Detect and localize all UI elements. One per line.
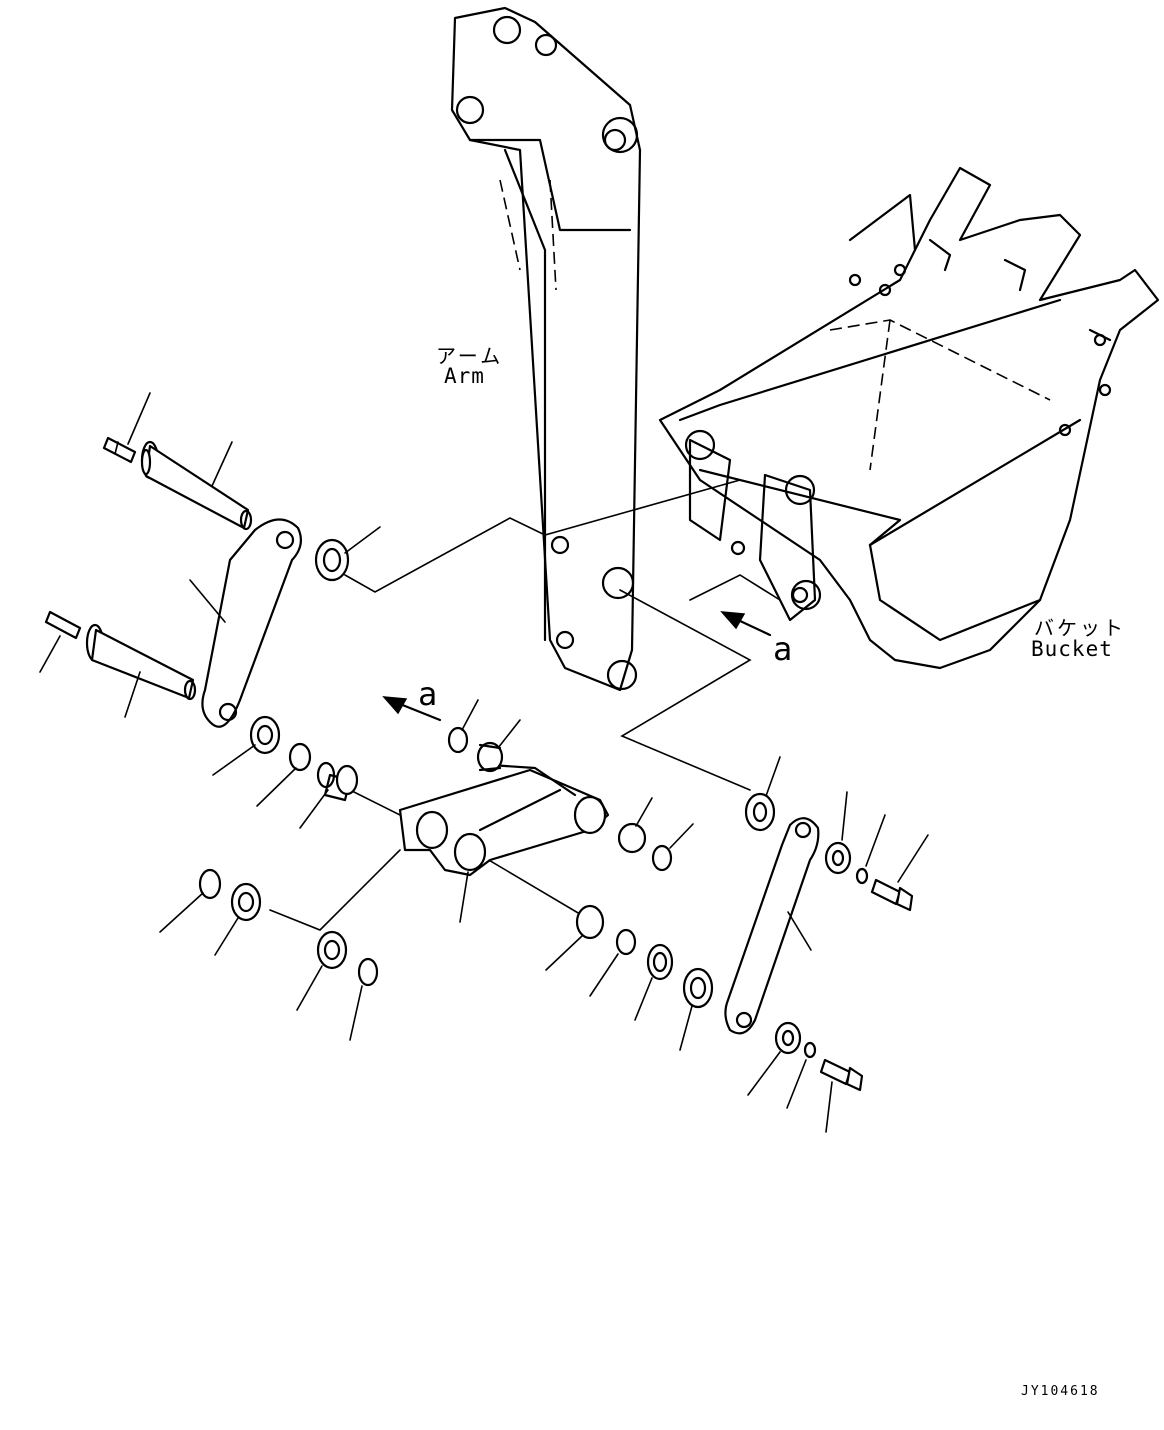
arm-label-en: Arm bbox=[444, 364, 485, 388]
view-a-label-bucket: a bbox=[773, 630, 793, 668]
leader-lines bbox=[39, 392, 929, 1133]
bushing-4 bbox=[575, 904, 605, 940]
pin-lower bbox=[85, 623, 197, 701]
side-link-left bbox=[201, 518, 303, 728]
drawing-code: JY104618 bbox=[1021, 1384, 1100, 1399]
pin-upper bbox=[140, 440, 253, 531]
view-arrow-link bbox=[382, 696, 442, 722]
grease-fitting-upper bbox=[102, 436, 137, 464]
bolt-upper bbox=[870, 878, 914, 912]
grease-fitting-lower bbox=[44, 610, 82, 640]
bushing-3 bbox=[617, 822, 647, 854]
washers bbox=[198, 538, 869, 1059]
bucket-label-en: Bucket bbox=[1031, 637, 1113, 661]
arm-drawing bbox=[450, 6, 642, 692]
view-arrow-bucket bbox=[720, 611, 772, 637]
view-a-label-link: a bbox=[418, 675, 438, 713]
center-link bbox=[398, 763, 610, 877]
bushing-1 bbox=[316, 761, 359, 802]
arm-label-jp: アーム bbox=[436, 344, 504, 368]
side-link-right bbox=[724, 817, 820, 1035]
bucket-label-jp: バケット bbox=[1034, 616, 1126, 640]
bolt-lower bbox=[819, 1058, 864, 1092]
bucket-drawing bbox=[658, 166, 1160, 670]
connector-lines bbox=[269, 479, 781, 931]
bushing-2 bbox=[476, 741, 504, 773]
